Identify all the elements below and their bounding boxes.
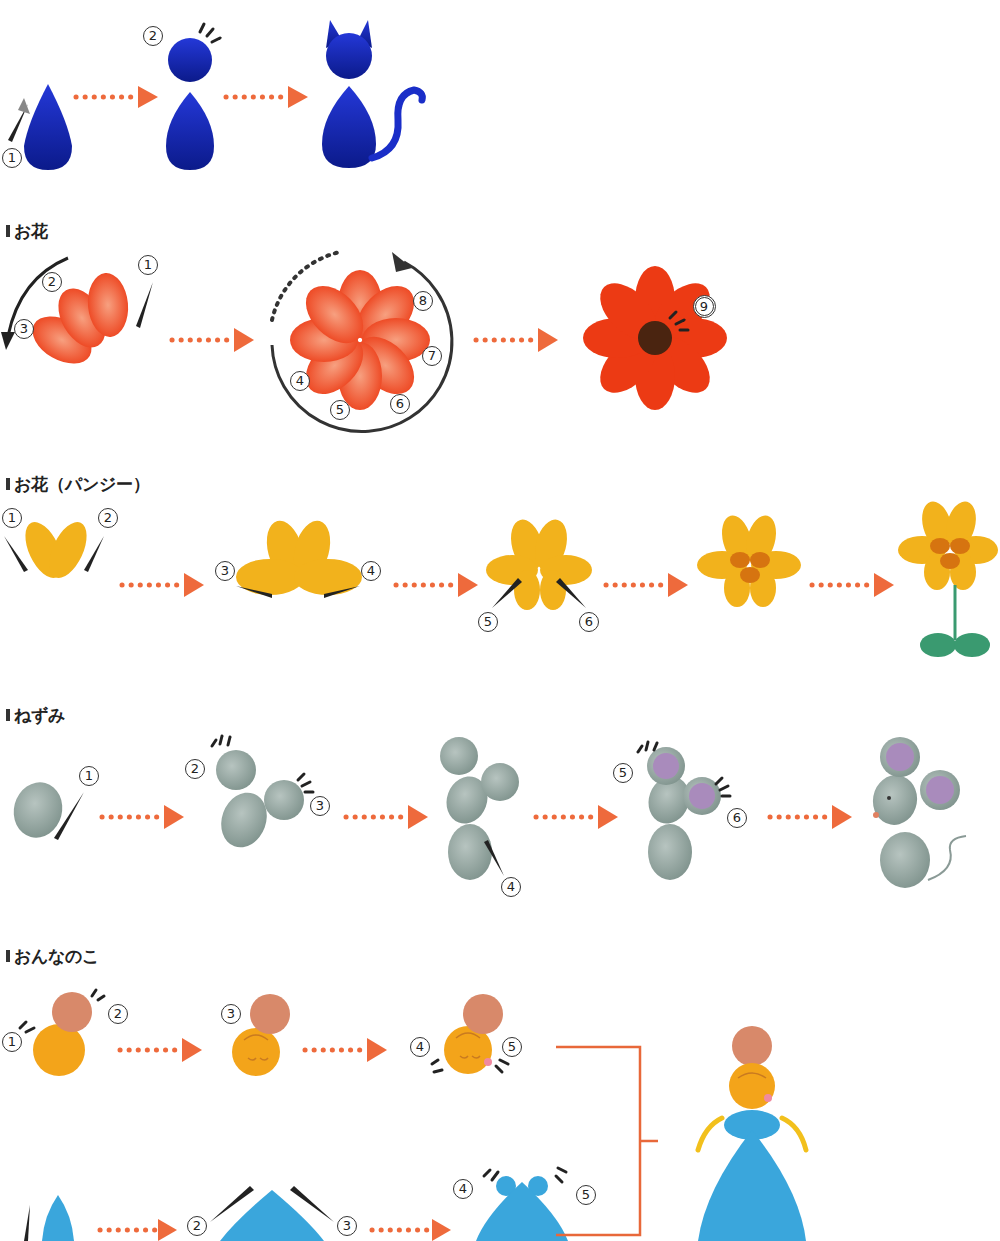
cat-steps bbox=[24, 20, 422, 170]
callout-number: 2 bbox=[42, 272, 62, 292]
dress-steps bbox=[42, 1176, 568, 1241]
callout-number: 4 bbox=[410, 1037, 430, 1057]
callout-number: 4 bbox=[290, 371, 310, 391]
press-marks bbox=[212, 736, 730, 796]
press-marks bbox=[20, 990, 566, 1182]
callout-number: 5 bbox=[502, 1037, 522, 1057]
mouse-arrows bbox=[54, 792, 504, 876]
section-heading: お花（パンジー） bbox=[6, 473, 150, 496]
callout-number: 4 bbox=[453, 1179, 473, 1199]
callout-number: 3 bbox=[215, 561, 235, 581]
pansy-arrows bbox=[4, 536, 586, 608]
step-arrowheads bbox=[138, 86, 894, 1241]
callout-number: 6 bbox=[390, 394, 410, 414]
flower-final bbox=[583, 266, 727, 410]
callout-number: 5 bbox=[613, 763, 633, 783]
flower-ring bbox=[290, 270, 430, 410]
step-arrows bbox=[76, 97, 872, 1230]
section-heading: お花 bbox=[6, 220, 48, 243]
girl-steps bbox=[33, 992, 503, 1076]
callout-number: 2 bbox=[108, 1004, 128, 1024]
callout-number: 9 bbox=[693, 295, 716, 318]
callout-number: 3 bbox=[14, 319, 34, 339]
callout-number: 7 bbox=[422, 346, 442, 366]
callout-number: 6 bbox=[579, 612, 599, 632]
mouse-steps bbox=[8, 737, 960, 888]
press-marks bbox=[200, 24, 220, 42]
rotation-arrow bbox=[272, 252, 452, 432]
callout-number: 2 bbox=[143, 26, 163, 46]
bracket bbox=[556, 1047, 658, 1235]
callout-number: 8 bbox=[413, 291, 433, 311]
finger-arrow-head bbox=[18, 98, 30, 114]
dress-arrows bbox=[24, 1186, 334, 1241]
callout-number: 2 bbox=[98, 508, 118, 528]
callout-number: 1 bbox=[2, 508, 22, 528]
callout-number: 6 bbox=[727, 808, 747, 828]
callout-number: 5 bbox=[576, 1185, 596, 1205]
callout-number: 3 bbox=[310, 796, 330, 816]
flower-arrows bbox=[1, 258, 153, 350]
callout-number: 1 bbox=[79, 766, 99, 786]
callout-number: 1 bbox=[2, 1032, 22, 1052]
callout-number: 4 bbox=[501, 877, 521, 897]
callout-number: 3 bbox=[221, 1004, 241, 1024]
callout-number: 5 bbox=[330, 400, 350, 420]
callout-number: 1 bbox=[2, 148, 22, 168]
flower-steps bbox=[24, 271, 130, 373]
callout-number: 2 bbox=[185, 759, 205, 779]
mouse-ears bbox=[653, 743, 966, 880]
girl-final bbox=[698, 1026, 806, 1241]
callout-number: 5 bbox=[478, 612, 498, 632]
press-marks bbox=[670, 312, 688, 330]
pansy-centres bbox=[730, 538, 990, 657]
callout-number: 4 bbox=[361, 561, 381, 581]
section-heading: おんなのこ bbox=[6, 945, 99, 968]
callout-number: 3 bbox=[337, 1216, 357, 1236]
section-heading: ねずみ bbox=[6, 704, 65, 727]
callout-number: 2 bbox=[187, 1216, 207, 1236]
callout-number: 1 bbox=[138, 255, 158, 275]
pansy-steps bbox=[18, 498, 998, 610]
